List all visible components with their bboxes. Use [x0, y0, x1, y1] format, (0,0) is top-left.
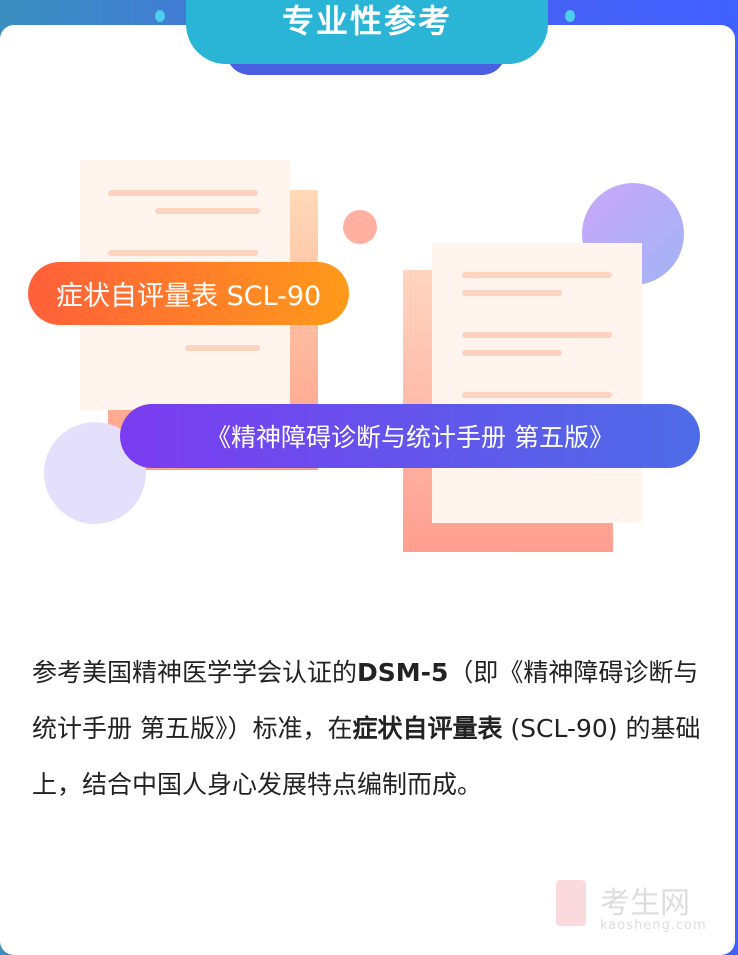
watermark-logo: [556, 880, 586, 926]
description-paragraph: 参考美国精神医学学会认证的DSM-5（即《精神障碍诊断与统计手册 第五版》）标准…: [32, 658, 701, 799]
tag-scl90: 症状自评量表 SCL-90: [28, 262, 350, 325]
tag-dsm5-manual: 《精神障碍诊断与统计手册 第五版》: [120, 404, 700, 468]
decor-dot: [155, 10, 165, 22]
section-title: 专业性参考: [186, 0, 548, 64]
decor-dot: [565, 10, 575, 22]
